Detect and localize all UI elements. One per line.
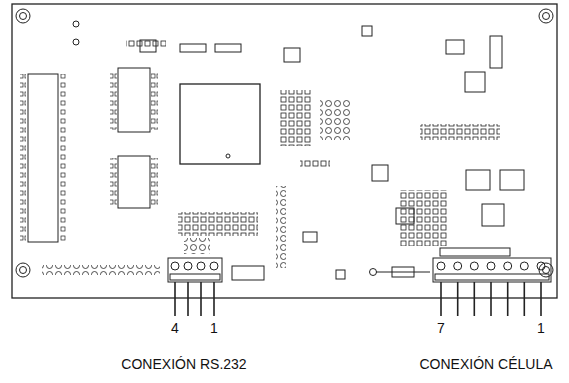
pin-number: 7 [437, 321, 445, 335]
pin-number: 1 [537, 321, 545, 335]
connector-caption: CONEXIÓN CÉLULA [419, 357, 552, 371]
pin-number: 4 [171, 321, 179, 335]
connector-caption: CONEXIÓN RS.232 [121, 357, 246, 371]
pin-number: 1 [210, 321, 218, 335]
